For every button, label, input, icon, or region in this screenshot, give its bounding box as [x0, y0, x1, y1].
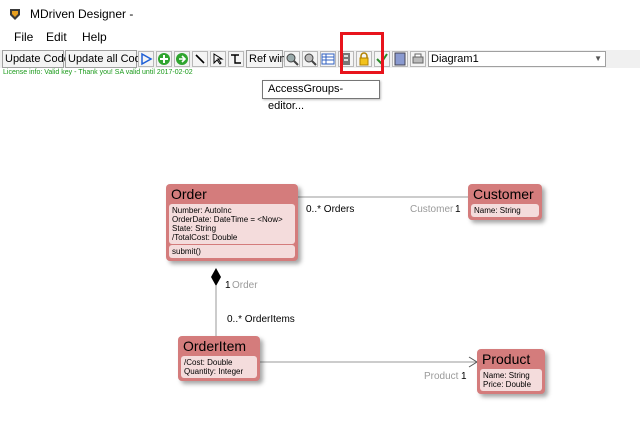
class-product-attributes: Name: String Price: Double — [480, 369, 542, 391]
attribute: Quantity: Integer — [184, 367, 244, 376]
assoc-order-role: Order — [232, 280, 258, 291]
diagram-select[interactable]: Diagram1 ▼ — [428, 51, 606, 67]
method: submit() — [172, 247, 201, 256]
zoom-out-icon[interactable] — [302, 51, 318, 67]
document-icon[interactable] — [392, 51, 408, 67]
attribute: Number: AutoInc — [172, 206, 232, 215]
assoc-product-mult: 1 — [461, 371, 467, 382]
class-customer-name: Customer — [473, 186, 534, 202]
class-order-name: Order — [171, 186, 207, 202]
attribute: Name: String — [483, 371, 530, 380]
app-logo-icon — [8, 7, 22, 21]
title-bar: MDriven Designer - — [0, 0, 640, 28]
zoom-in-icon[interactable] — [284, 51, 300, 67]
assoc-customer-role: Customer — [410, 204, 454, 215]
class-customer-attributes: Name: String — [471, 204, 539, 217]
menu-file[interactable]: File — [14, 30, 34, 44]
chevron-down-icon: ▼ — [594, 54, 602, 63]
class-orderitem-name: OrderItem — [183, 338, 247, 354]
license-info: License info: Valid key - Thank you! SA … — [3, 69, 193, 76]
attribute: /Cost: Double — [184, 358, 233, 367]
assoc-customer-mult: 1 — [455, 204, 461, 215]
class-customer[interactable]: Customer Name: String — [468, 184, 542, 220]
line-tool-icon[interactable] — [192, 51, 208, 67]
menu-edit[interactable]: Edit — [46, 30, 67, 44]
diagram-canvas[interactable]: Order Number: AutoInc OrderDate: DateTim… — [0, 100, 640, 421]
highlight-annotation — [340, 32, 384, 74]
assoc-order-mult: 1 — [225, 280, 231, 291]
print-icon[interactable] — [410, 51, 426, 67]
add-green-circle-icon[interactable] — [174, 51, 190, 67]
assoc-orderitems-label: 0..* OrderItems — [227, 314, 295, 325]
association-tool-icon[interactable] — [228, 51, 244, 67]
window-title: MDriven Designer - — [30, 7, 134, 21]
menu-help[interactable]: Help — [82, 30, 107, 44]
add-green-icon[interactable] — [156, 51, 172, 67]
attribute: /TotalCost: Double — [172, 233, 238, 242]
play-icon[interactable] — [138, 51, 154, 67]
class-product[interactable]: Product Name: String Price: Double — [477, 349, 545, 394]
class-product-name: Product — [482, 351, 531, 367]
class-order-methods: submit() — [169, 245, 295, 258]
attribute: Price: Double — [483, 380, 532, 389]
tooltip: AccessGroups-editor... — [262, 80, 380, 112]
toolbar: Update Code Update all Code Ref win — [0, 50, 640, 68]
class-orderitem[interactable]: OrderItem /Cost: Double Quantity: Intege… — [178, 336, 260, 381]
select-arrow-icon[interactable] — [210, 51, 226, 67]
assoc-product-role: Product — [424, 371, 459, 382]
attribute: OrderDate: DateTime = <Now> — [172, 215, 283, 224]
menu-bar: File Edit Help — [0, 30, 640, 48]
class-order-attributes: Number: AutoInc OrderDate: DateTime = <N… — [169, 204, 295, 244]
association-lines — [211, 196, 478, 368]
assoc-orders-label: 0..* Orders — [306, 204, 355, 215]
lock-icon[interactable] — [356, 51, 372, 67]
class-order[interactable]: Order Number: AutoInc OrderDate: DateTim… — [166, 184, 298, 261]
diagram-select-value: Diagram1 — [431, 53, 479, 65]
composition-diamond-icon — [211, 268, 221, 286]
update-code-button[interactable]: Update Code — [2, 50, 70, 68]
ref-win-button[interactable]: Ref win — [246, 50, 286, 68]
attribute: State: String — [172, 224, 217, 233]
grid-icon[interactable] — [320, 51, 336, 67]
class-orderitem-attributes: /Cost: Double Quantity: Integer — [181, 356, 257, 378]
update-all-code-button[interactable]: Update all Code — [65, 50, 147, 68]
attribute: Name: String — [474, 206, 521, 215]
